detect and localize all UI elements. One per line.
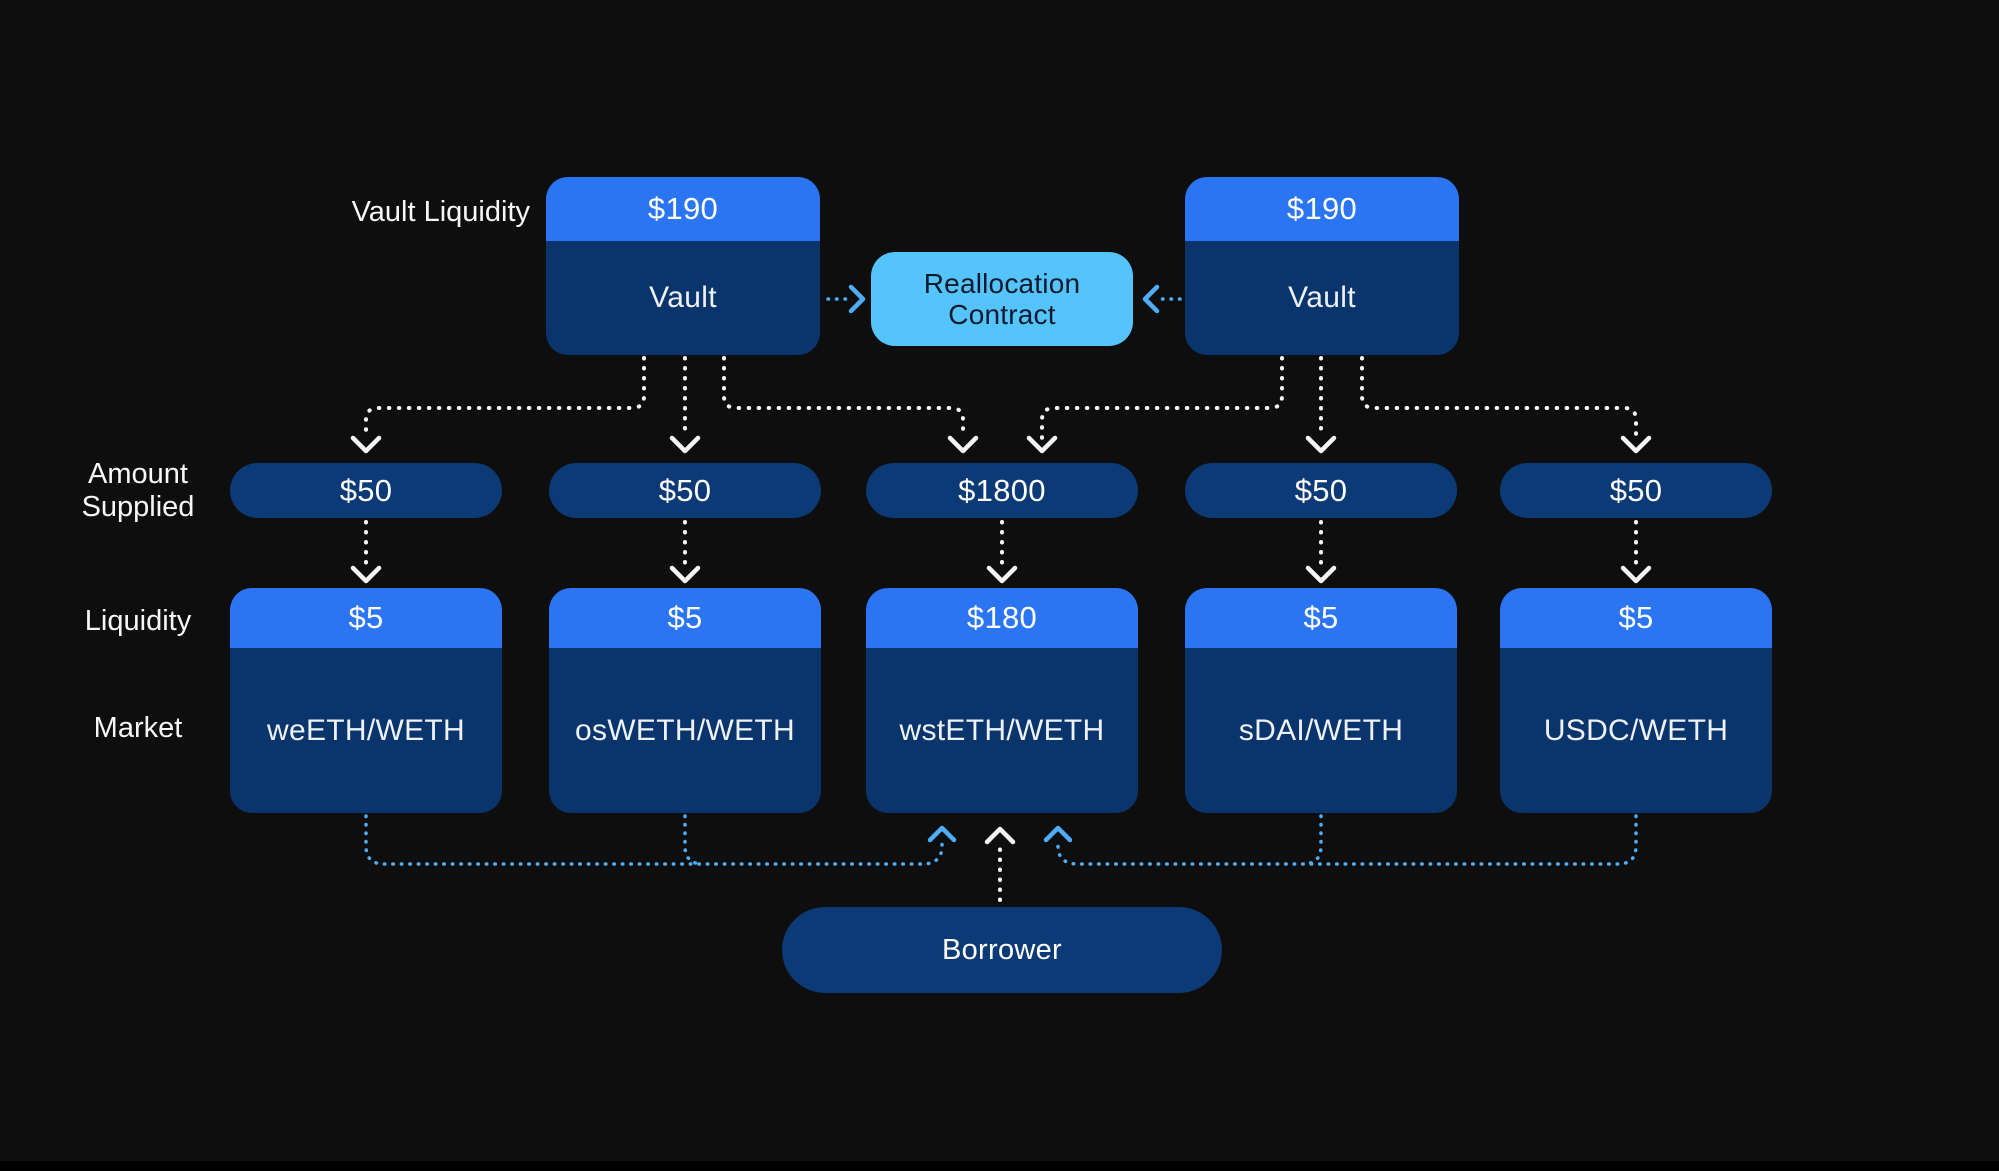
amount-supplied-pill-5: $50 [1500,463,1772,518]
vault1-to-amounts-arrows [350,356,979,454]
row-label-market: Market [93,712,183,744]
market-weeth-liquidity-header: $5 [230,588,502,648]
amount-supplied-pill-4: $50 [1185,463,1457,518]
market-usdc-name: USDC/WETH [1500,648,1772,813]
market-wsteth-name: wstETH/WETH [866,648,1138,813]
row-label-amount-supplied: Amount Supplied [38,458,238,524]
market-weeth-name: weETH/WETH [230,648,502,813]
row-label-amount-supplied-line1: Amount [88,458,188,490]
reallocation-contract-line2: Contract [948,299,1056,330]
vault-1-box: $190 Vault [546,177,820,355]
market-wsteth-liquidity-header: $180 [866,588,1138,648]
market-osweth-liquidity-header: $5 [549,588,821,648]
vault-1-label: Vault [546,241,820,355]
amount-supplied-pill-1: $50 [230,463,502,518]
market-box-osweth-weth: $5 osWETH/WETH [549,588,821,813]
bottom-strip [0,1161,1999,1171]
reallocation-contract-line1: Reallocation [923,268,1081,299]
amount-supplied-pill-2: $50 [549,463,821,518]
market-usdc-liquidity-header: $5 [1500,588,1772,648]
vault-2-box: $190 Vault [1185,177,1459,355]
row-label-liquidity: Liquidity [84,605,192,637]
market-sdai-liquidity-header: $5 [1185,588,1457,648]
reallocation-contract-box: Reallocation Contract [871,252,1133,346]
market-box-wsteth-weth: $180 wstETH/WETH [866,588,1138,813]
market-box-usdc-weth: $5 USDC/WETH [1500,588,1772,813]
market-sdai-name: sDAI/WETH [1185,648,1457,813]
vault2-to-amounts-arrows [1026,356,1652,454]
amounts-to-markets-arrows [350,520,1652,584]
vault-1-liquidity-header: $190 [546,177,820,241]
row-label-vault-liquidity: Vault Liquidity [351,196,530,228]
vault-2-label: Vault [1185,241,1459,355]
markets-to-wsteth-arrows [364,814,1638,866]
market-box-sdai-weth: $5 sDAI/WETH [1185,588,1457,813]
borrower-pill: Borrower [782,907,1222,993]
borrower-to-wsteth-arrow [984,826,1016,902]
amount-supplied-pill-3: $1800 [866,463,1138,518]
market-osweth-name: osWETH/WETH [549,648,821,813]
row-label-amount-supplied-line2: Supplied [81,491,195,523]
vault-2-liquidity-header: $190 [1185,177,1459,241]
market-box-weeth-weth: $5 weETH/WETH [230,588,502,813]
